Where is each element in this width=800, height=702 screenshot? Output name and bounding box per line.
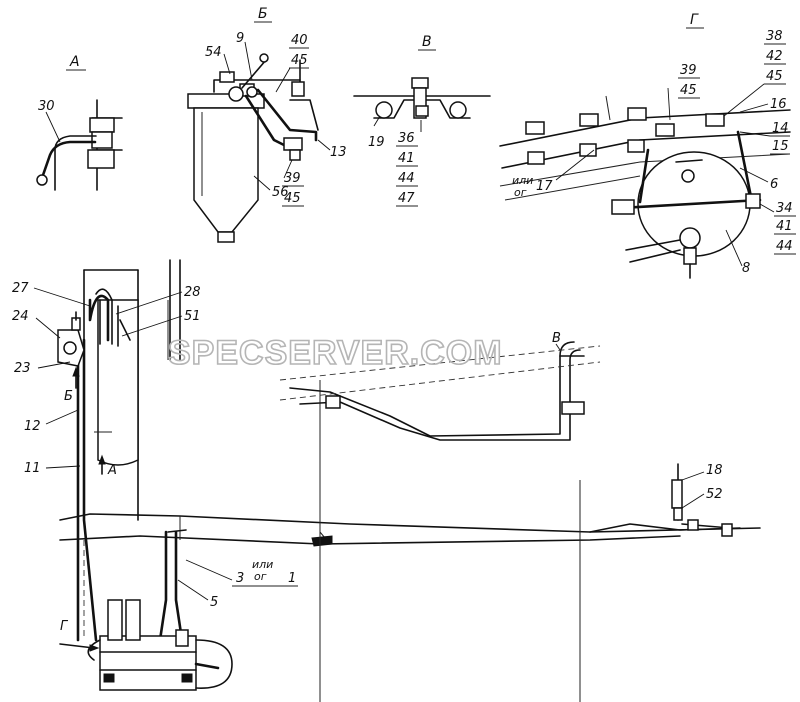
- part-label-47: 47: [398, 191, 415, 206]
- view-g: Г 39 45 38 42 45: [499, 12, 796, 279]
- part-label-23: 23: [14, 361, 31, 376]
- part-label-6: 6: [770, 177, 778, 192]
- part-label-12: 12: [24, 419, 41, 434]
- part-label-34: 34: [776, 201, 793, 216]
- part-label-36: 36: [398, 131, 415, 146]
- view-v-title: В: [422, 34, 432, 50]
- view-a-title: А: [69, 54, 80, 70]
- ili-og-label-2-line1: или: [252, 558, 273, 571]
- part-label-27: 27: [12, 281, 29, 296]
- part-label-13: 13: [330, 145, 347, 160]
- ili-og-label-1-line1: или: [512, 174, 533, 187]
- part-label-45-b: 45: [291, 53, 308, 68]
- part-label-45-b2: 45: [284, 191, 301, 206]
- watermark: SPECSERVER.COM: [168, 334, 503, 372]
- part-label-28: 28: [184, 285, 201, 300]
- part-label-17: 17: [536, 179, 553, 194]
- part-label-44-v: 44: [398, 171, 415, 186]
- view-b-title: Б: [258, 6, 268, 22]
- part-label-14: 14: [772, 121, 789, 136]
- part-label-41-g: 41: [776, 219, 793, 234]
- ili-og-label-1-line2: ог: [514, 186, 527, 199]
- part-label-5: 5: [210, 595, 218, 610]
- view-arrow-g-label: Г: [60, 619, 69, 634]
- ili-og-label-2-line2: ог: [254, 570, 267, 583]
- view-a: А 30: [36, 54, 123, 191]
- part-label-1: 1: [288, 571, 296, 586]
- main-labels: 27 28 51 24 23 12 11 Б А В Г 18 52 3 или…: [12, 281, 723, 652]
- main-assembly: [57, 259, 761, 702]
- part-label-45-g1: 45: [680, 83, 697, 98]
- part-label-38: 38: [766, 29, 783, 44]
- part-label-41-v: 41: [398, 151, 415, 166]
- part-label-44-g: 44: [776, 239, 793, 254]
- part-label-39-g: 39: [680, 63, 697, 78]
- part-label-24: 24: [12, 309, 29, 324]
- view-v: В 19 36 41 44 47: [353, 34, 491, 207]
- part-label-16: 16: [770, 97, 787, 112]
- part-label-52: 52: [706, 487, 723, 502]
- part-label-40: 40: [291, 33, 308, 48]
- part-label-42: 42: [766, 49, 783, 64]
- part-label-51: 51: [184, 309, 201, 324]
- view-arrow-v-label: В: [552, 331, 561, 346]
- part-label-39-b: 39: [284, 171, 301, 186]
- part-label-3: 3: [236, 571, 244, 586]
- part-label-8: 8: [742, 261, 750, 276]
- part-label-19: 19: [368, 135, 385, 150]
- part-label-56: 56: [272, 185, 289, 200]
- part-label-45-g2: 45: [766, 69, 783, 84]
- part-label-54: 54: [205, 45, 222, 60]
- view-b: Б 54 9 40 45 13 56 39: [187, 6, 347, 243]
- part-label-9: 9: [236, 31, 244, 46]
- view-g-title: Г: [690, 12, 699, 28]
- part-label-15: 15: [772, 139, 789, 154]
- view-arrow-b-label: Б: [64, 389, 73, 404]
- view-arrow-a-label: А: [107, 463, 117, 478]
- part-label-11: 11: [24, 461, 41, 476]
- part-label-18: 18: [706, 463, 723, 478]
- part-label-30: 30: [38, 99, 55, 114]
